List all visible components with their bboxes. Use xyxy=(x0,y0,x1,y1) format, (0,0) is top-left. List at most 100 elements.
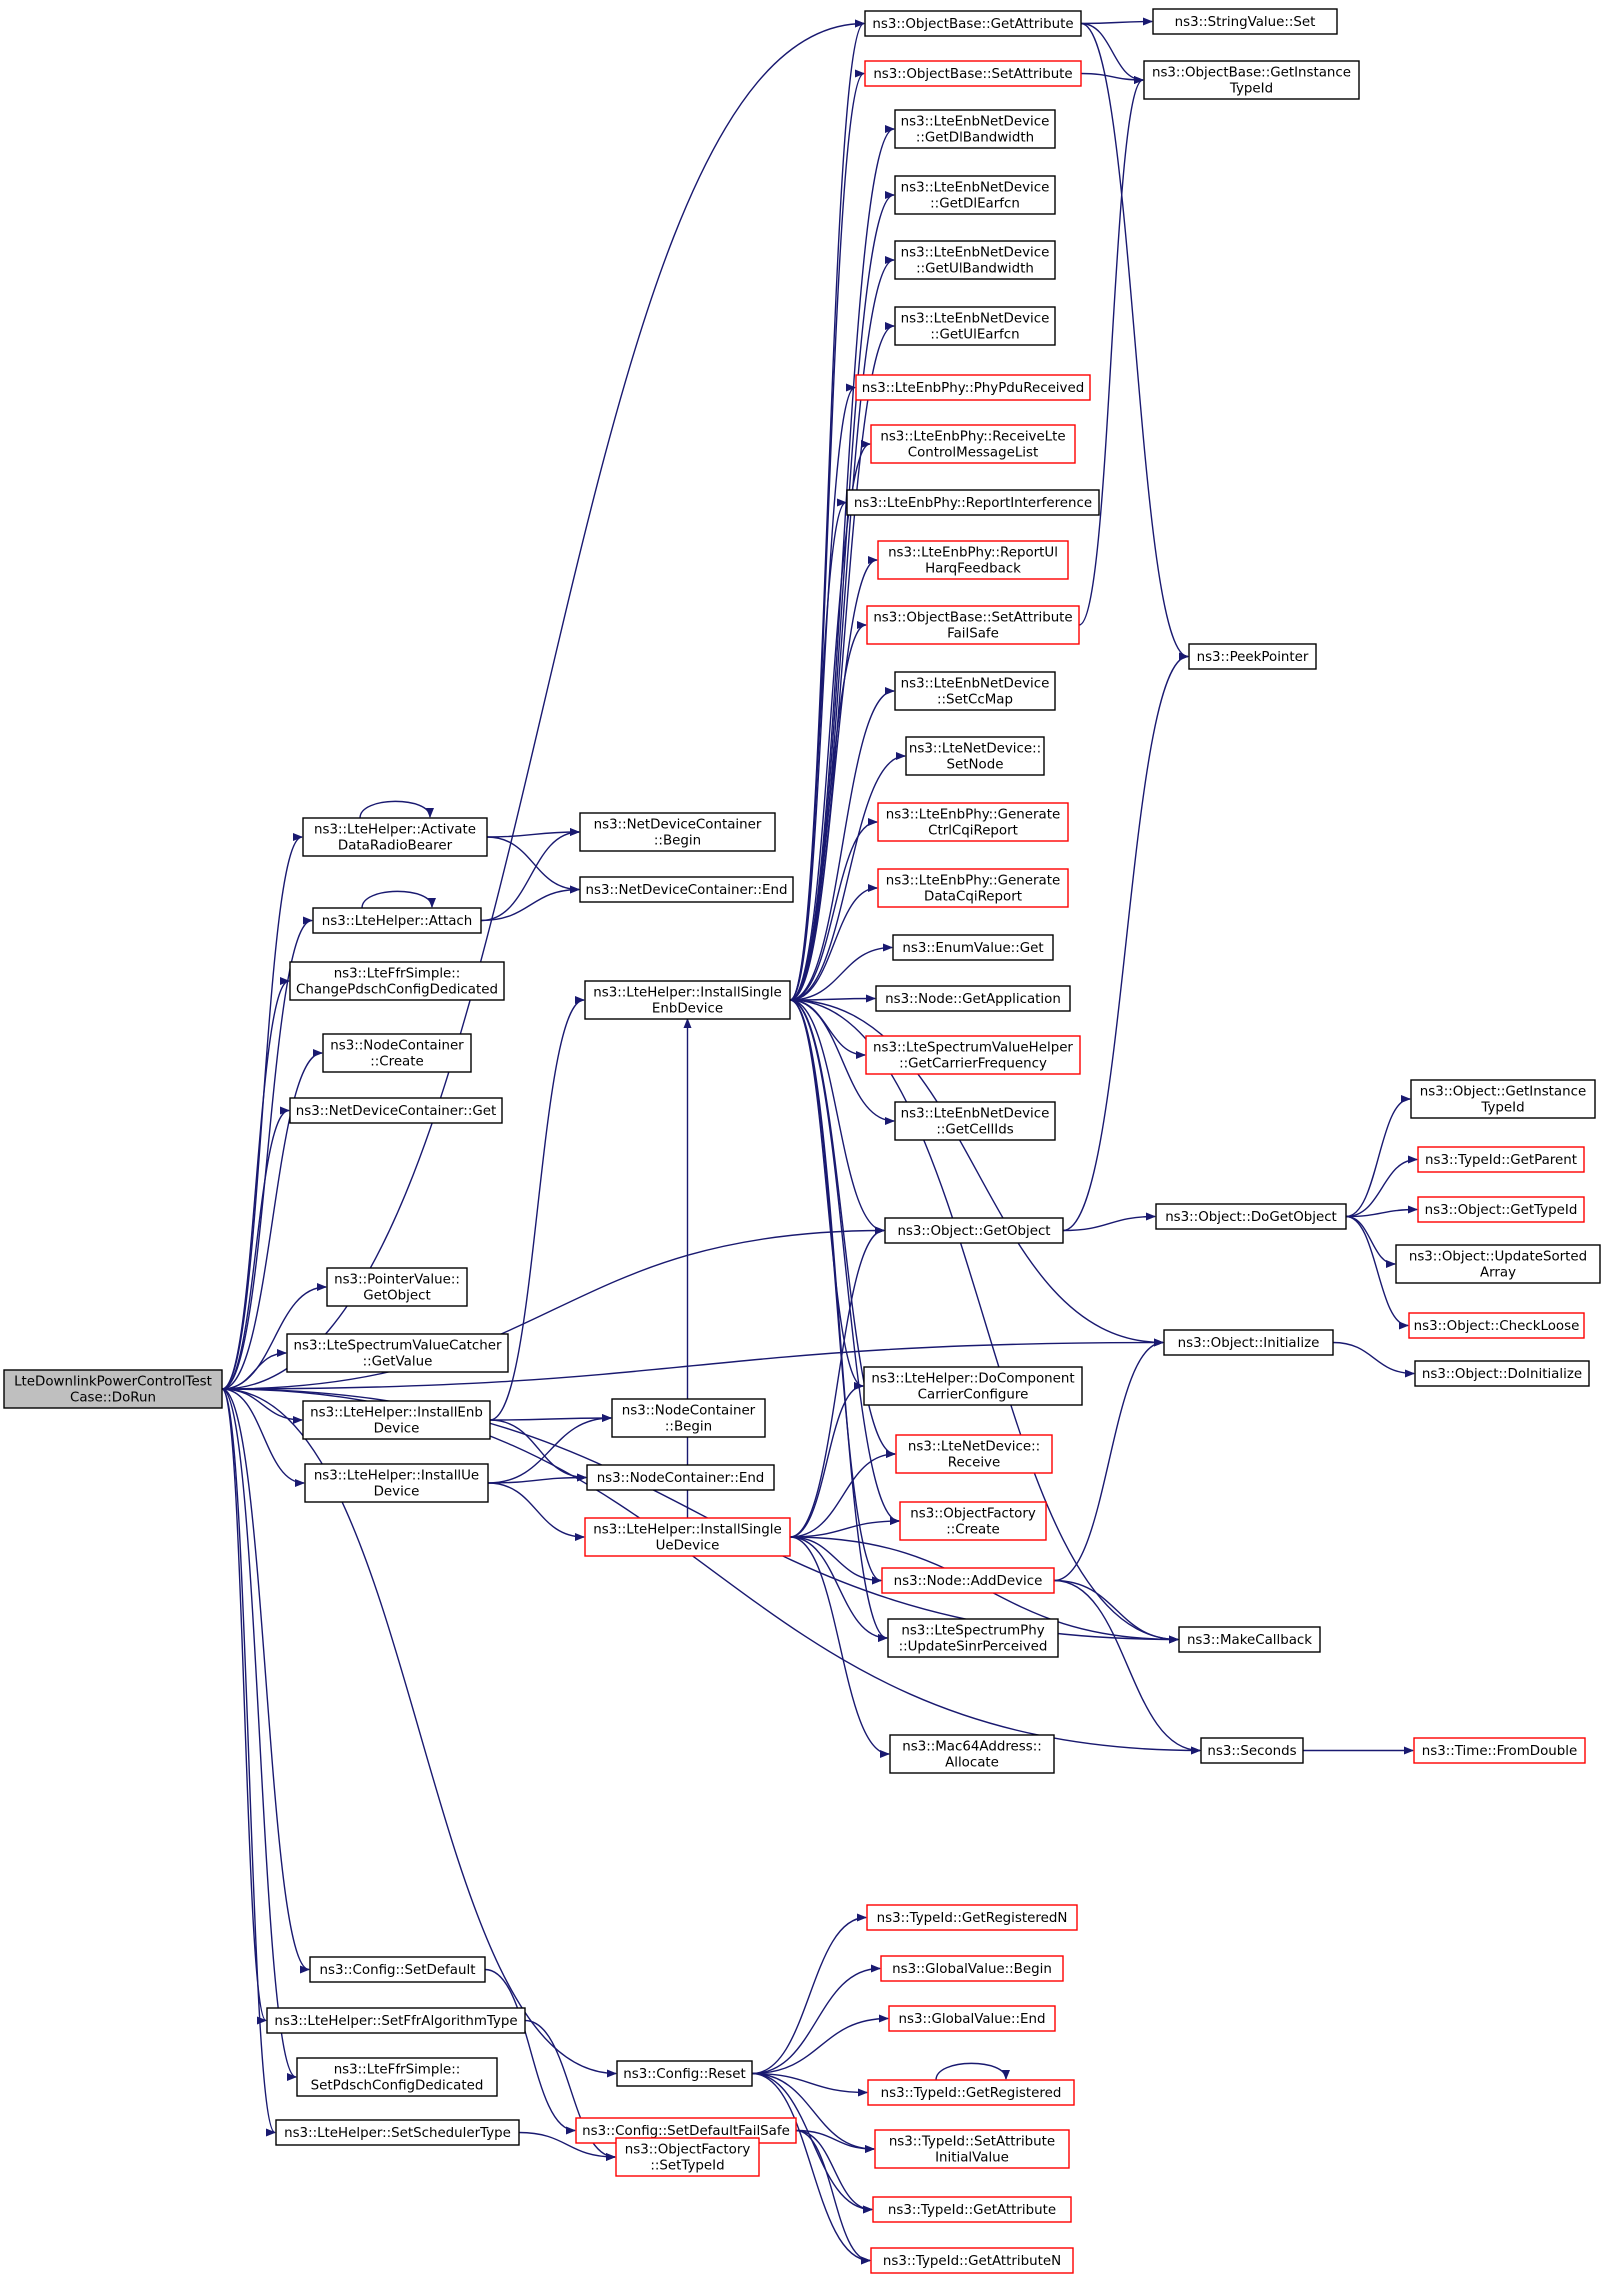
node-box[interactable] xyxy=(894,306,1056,346)
node-box[interactable] xyxy=(1163,1329,1334,1356)
node-box[interactable] xyxy=(1417,1146,1585,1173)
node-box[interactable] xyxy=(289,961,505,1001)
node-box[interactable] xyxy=(266,2007,526,2034)
node-box[interactable] xyxy=(863,1366,1083,1406)
node-ns3-lteffrsimple-changepdschconfigdedicated[interactable]: ns3::LteFfrSimple::ChangePdschConfigDedi… xyxy=(289,961,505,1001)
node-box[interactable] xyxy=(894,175,1056,215)
node-ns3-lteenbnetdevice-setccmap[interactable]: ns3::LteEnbNetDevice::SetCcMap xyxy=(894,671,1056,711)
node-box[interactable] xyxy=(584,1517,791,1557)
node-box[interactable] xyxy=(302,1400,491,1440)
node-box[interactable] xyxy=(3,1369,223,1409)
node-box[interactable] xyxy=(892,934,1054,961)
node-ns3-node-getapplication[interactable]: ns3::Node::GetApplication xyxy=(875,985,1071,1012)
node-box[interactable] xyxy=(1408,1312,1585,1339)
node-ns3-objectbase-getattribute[interactable]: ns3::ObjectBase::GetAttribute xyxy=(864,10,1082,37)
node-ns3-typeid-getattribute[interactable]: ns3::TypeId::GetAttribute xyxy=(872,2196,1072,2223)
node-box[interactable] xyxy=(296,2057,498,2097)
node-ns3-ltehelper-setffralgorithmtype[interactable]: ns3::LteHelper::SetFfrAlgorithmType xyxy=(266,2007,526,2034)
node-ns3-lteenbnetdevice-getulearfcn[interactable]: ns3::LteEnbNetDevice::GetUlEarfcn xyxy=(894,306,1056,346)
node-box[interactable] xyxy=(867,2079,1075,2106)
node-box[interactable] xyxy=(616,2060,753,2087)
node-ns3-nodecontainer-create[interactable]: ns3::NodeContainer::Create xyxy=(322,1033,472,1073)
node-ns3-globalvalue-end[interactable]: ns3::GlobalValue::End xyxy=(888,2005,1056,2032)
node-box[interactable] xyxy=(855,374,1091,401)
node-box[interactable] xyxy=(611,1398,766,1438)
node-ns3-pointervalue-getobject[interactable]: ns3::PointerValue::GetObject xyxy=(326,1267,468,1307)
node-box[interactable] xyxy=(309,1956,486,1983)
node-box[interactable] xyxy=(1188,643,1317,670)
node-box[interactable] xyxy=(864,10,1082,37)
node-ns3-objectfactory-create[interactable]: ns3::ObjectFactory::Create xyxy=(899,1501,1047,1541)
node-ns3-typeid-getattributen[interactable]: ns3::TypeId::GetAttributeN xyxy=(870,2247,1074,2274)
node-ns3-objectbase-setattribute[interactable]: ns3::ObjectBase::SetAttribute xyxy=(864,60,1082,87)
node-box[interactable] xyxy=(870,2247,1074,2274)
node-box[interactable] xyxy=(579,876,794,903)
node-ns3-ltehelper-docomponent-carrierconfigure[interactable]: ns3::LteHelper::DoComponentCarrierConfig… xyxy=(863,1366,1083,1406)
node-ns3-lteenbnetdevice-getdlearfcn[interactable]: ns3::LteEnbNetDevice::GetDlEarfcn xyxy=(894,175,1056,215)
node-ns3-object-doinitialize[interactable]: ns3::Object::DoInitialize xyxy=(1414,1360,1590,1387)
node-box[interactable] xyxy=(881,1567,1055,1594)
node-box[interactable] xyxy=(875,985,1071,1012)
node-ns3-object-dogetobject[interactable]: ns3::Object::DoGetObject xyxy=(1155,1203,1347,1230)
node-ns3-lteffrsimple-setpdschconfigdedicated[interactable]: ns3::LteFfrSimple::SetPdschConfigDedicat… xyxy=(296,2057,498,2097)
node-box[interactable] xyxy=(1143,60,1360,100)
node-ns3-time-fromdouble[interactable]: ns3::Time::FromDouble xyxy=(1413,1737,1586,1764)
node-ns3-ltespectrumvaluecatcher-getvalue[interactable]: ns3::LteSpectrumValueCatcher::GetValue xyxy=(286,1333,509,1373)
node-ns3-netdevicecontainer-begin[interactable]: ns3::NetDeviceContainer::Begin xyxy=(579,812,776,852)
node-ns3-lteenbnetdevice-getcellids[interactable]: ns3::LteEnbNetDevice::GetCellIds xyxy=(894,1101,1056,1141)
node-box[interactable] xyxy=(615,2137,760,2177)
node-box[interactable] xyxy=(877,802,1069,842)
node-box[interactable] xyxy=(1178,1626,1321,1653)
node-ns3-netdevicecontainer-get[interactable]: ns3::NetDeviceContainer::Get xyxy=(289,1097,503,1124)
node-box[interactable] xyxy=(880,1955,1064,1982)
node-box[interactable] xyxy=(1395,1244,1601,1284)
node-box[interactable] xyxy=(1414,1360,1590,1387)
node-ns3-object-getobject[interactable]: ns3::Object::GetObject xyxy=(884,1217,1064,1244)
node-ns3-lteenbnetdevice-getdlbandwidth[interactable]: ns3::LteEnbNetDevice::GetDlBandwidth xyxy=(894,109,1056,149)
node-box[interactable] xyxy=(1410,1079,1596,1119)
node-ns3-enumvalue-get[interactable]: ns3::EnumValue::Get xyxy=(892,934,1054,961)
node-ns3-makecallback[interactable]: ns3::MakeCallback xyxy=(1178,1626,1321,1653)
node-box[interactable] xyxy=(872,2196,1072,2223)
node-ns3-config-setdefault[interactable]: ns3::Config::SetDefault xyxy=(309,1956,486,1983)
node-ns3-seconds[interactable]: ns3::Seconds xyxy=(1200,1737,1304,1764)
node-ns3-lteenbphy-reportinterference[interactable]: ns3::LteEnbPhy::ReportInterference xyxy=(846,489,1100,516)
node-ns3-ltespectrumphy-updatesinrperceived[interactable]: ns3::LteSpectrumPhy::UpdateSinrPerceived xyxy=(887,1618,1059,1658)
node-ns3-objectfactory-settypeid[interactable]: ns3::ObjectFactory::SetTypeId xyxy=(615,2137,760,2177)
node-box[interactable] xyxy=(286,1333,509,1373)
node-ns3-lteenbnetdevice-getulbandwidth[interactable]: ns3::LteEnbNetDevice::GetUlBandwidth xyxy=(894,240,1056,280)
node-box[interactable] xyxy=(865,1035,1081,1075)
node-ns3-typeid-getregisteredn[interactable]: ns3::TypeId::GetRegisteredN xyxy=(866,1904,1078,1931)
node-box[interactable] xyxy=(275,2119,520,2146)
node-ns3-lteenbphy-receivelte-controlmessagelist[interactable]: ns3::LteEnbPhy::ReceiveLteControlMessage… xyxy=(870,424,1076,464)
node-box[interactable] xyxy=(322,1033,472,1073)
node-ns3-ltehelper-attach[interactable]: ns3::LteHelper::Attach xyxy=(312,907,482,934)
node-box[interactable] xyxy=(864,60,1082,87)
node-ns3-globalvalue-begin[interactable]: ns3::GlobalValue::Begin xyxy=(880,1955,1064,1982)
node-ns3-ltespectrumvaluehelper-getcarrierfrequency[interactable]: ns3::LteSpectrumValueHelper::GetCarrierF… xyxy=(865,1035,1081,1075)
node-box[interactable] xyxy=(579,812,776,852)
node-box[interactable] xyxy=(895,1434,1053,1474)
node-box[interactable] xyxy=(877,868,1069,908)
node-ns3-object-gettypeid[interactable]: ns3::Object::GetTypeId xyxy=(1417,1196,1585,1223)
node-ns3-node-adddevice[interactable]: ns3::Node::AddDevice xyxy=(881,1567,1055,1594)
node-box[interactable] xyxy=(877,540,1069,580)
node-ns3-object-initialize[interactable]: ns3::Object::Initialize xyxy=(1163,1329,1334,1356)
node-ns3-typeid-getregistered[interactable]: ns3::TypeId::GetRegistered xyxy=(867,2079,1075,2106)
node-box[interactable] xyxy=(304,1463,489,1503)
node-box[interactable] xyxy=(1155,1203,1347,1230)
node-ns3-netdevicecontainer-end[interactable]: ns3::NetDeviceContainer::End xyxy=(579,876,794,903)
node-box[interactable] xyxy=(887,1618,1059,1658)
node-ns3-object-checkloose[interactable]: ns3::Object::CheckLoose xyxy=(1408,1312,1585,1339)
node-box[interactable] xyxy=(846,489,1100,516)
node-ns3-ltenetdevice-setnode[interactable]: ns3::LteNetDevice::SetNode xyxy=(905,736,1045,776)
node-box[interactable] xyxy=(1200,1737,1304,1764)
